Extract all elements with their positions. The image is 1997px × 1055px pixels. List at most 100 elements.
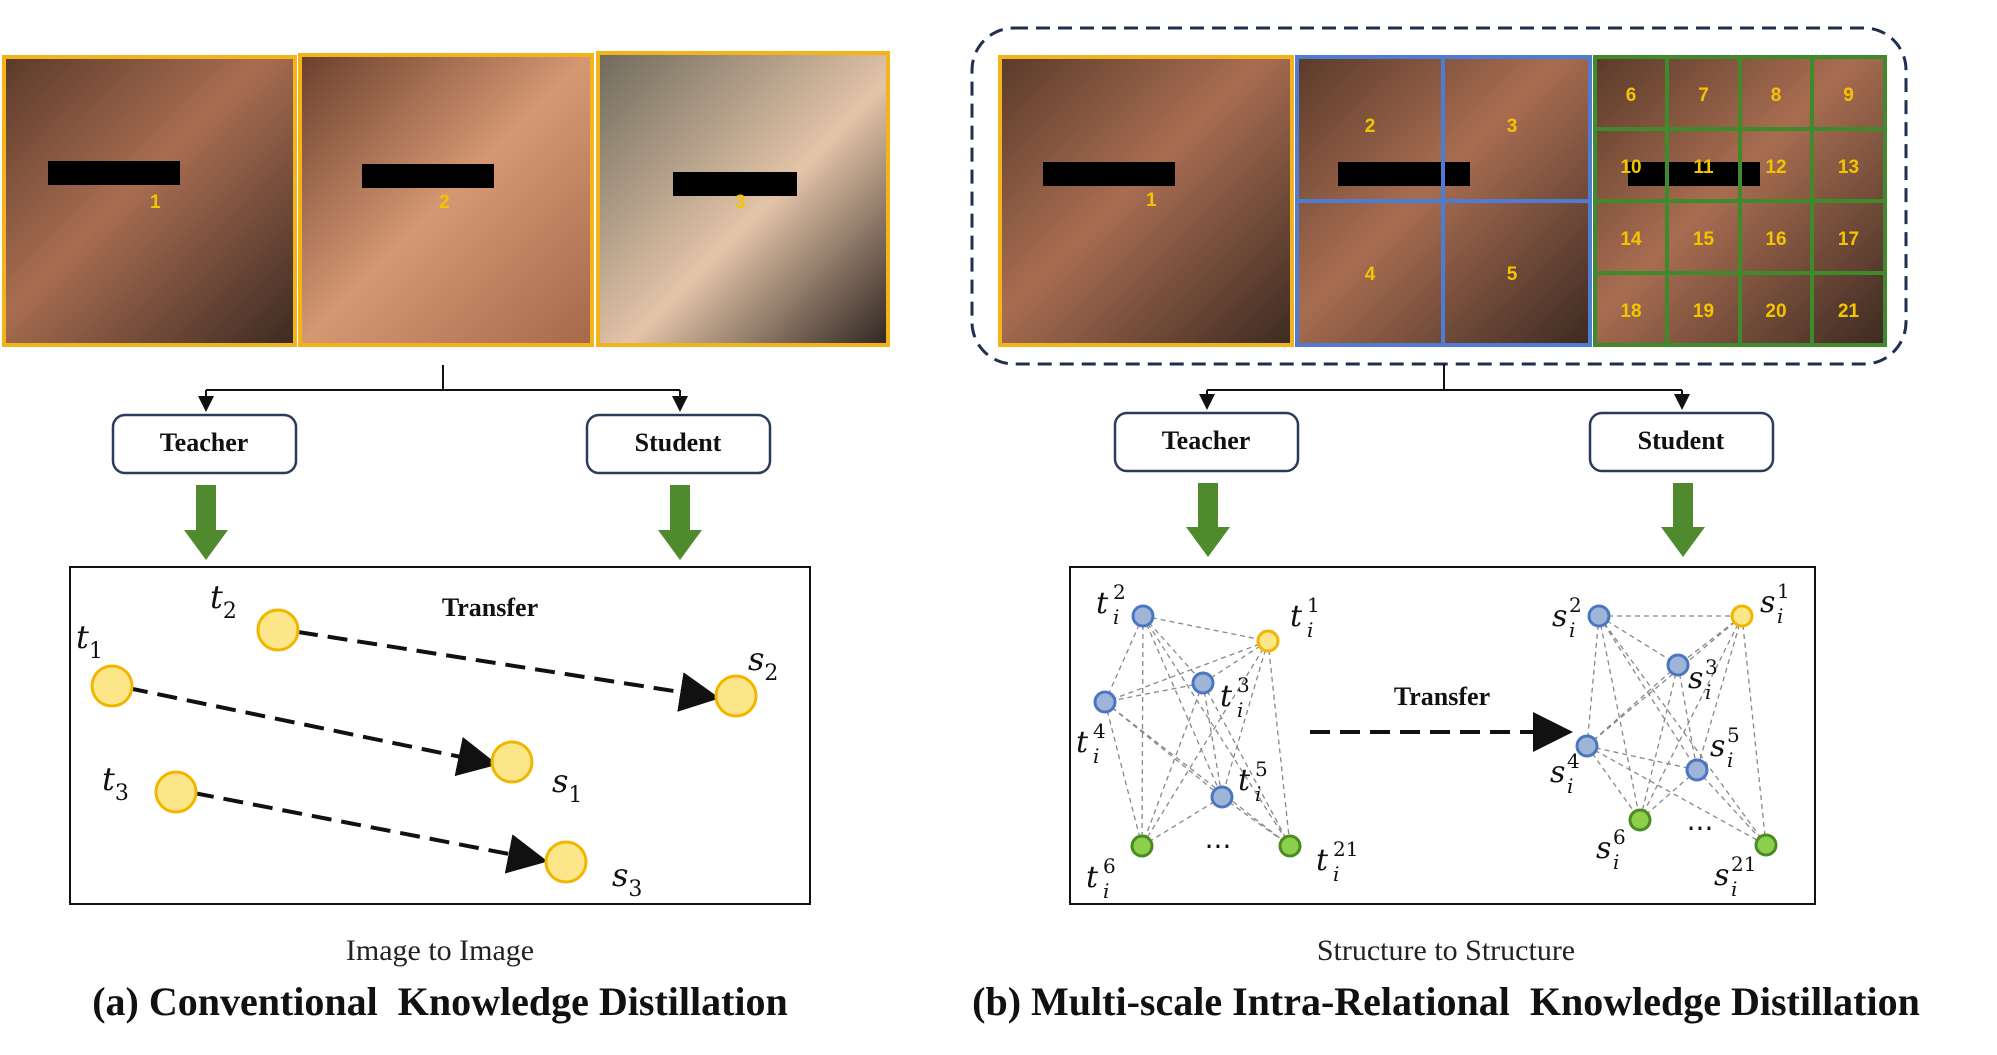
left-caption: (a) Conventional Knowledge Distillation: [92, 979, 788, 1024]
svg-text:t: t: [1220, 679, 1233, 714]
scale3-label-19: 19: [1693, 301, 1714, 322]
svg-text:i: i: [1113, 605, 1119, 629]
svg-text:i: i: [1567, 774, 1573, 798]
svg-text:1: 1: [1777, 579, 1790, 603]
left-student-label: Student: [635, 428, 722, 457]
svg-text:6: 6: [1103, 854, 1116, 878]
svg-text:i: i: [1333, 862, 1339, 886]
scale3-label-13: 13: [1838, 157, 1859, 178]
left-teacher-label: Teacher: [160, 428, 249, 457]
scale2-label-5: 5: [1507, 264, 1518, 285]
label-s1: s1: [552, 762, 582, 808]
photo-3-label: 3: [735, 192, 746, 213]
student-node-5: [1685, 758, 1709, 782]
svg-text:i: i: [1093, 744, 1099, 768]
svg-text:6: 6: [1613, 825, 1626, 849]
teacher-node-21: [1278, 834, 1302, 858]
teacher-down-arrow-right: [1186, 483, 1230, 557]
svg-text:t: t: [1096, 586, 1109, 621]
svg-text:i: i: [1569, 618, 1575, 642]
left-embedding-box: [69, 566, 811, 905]
scale3-label-11: 11: [1693, 157, 1714, 178]
right-transfer-label: Transfer: [1394, 682, 1490, 711]
scale3-label-10: 10: [1620, 157, 1641, 178]
svg-text:i: i: [1237, 698, 1243, 722]
svg-text:t: t: [1316, 843, 1329, 878]
student-ellipsis: ···: [1687, 812, 1714, 845]
svg-text:i: i: [1705, 680, 1711, 704]
svg-text:s: s: [1714, 858, 1729, 893]
svg-text:i: i: [1103, 879, 1109, 903]
student-node-1: [1730, 604, 1754, 628]
student-graph-nodes: [1575, 604, 1778, 857]
svg-text:s: s: [1688, 661, 1703, 696]
left-nodes: [90, 608, 758, 884]
scale3-label-20: 20: [1765, 301, 1786, 322]
node-t1: [90, 664, 134, 708]
right-teacher-box: Teacher: [1113, 411, 1300, 473]
left-green-arrows: [184, 485, 702, 560]
multi-scale-frame: [970, 26, 1908, 366]
node-t3: [154, 770, 198, 814]
svg-text:s: s: [1596, 831, 1611, 866]
student-node-3: [1666, 653, 1690, 677]
right-connector: [1199, 364, 1690, 410]
scale1-photo: 1: [998, 55, 1294, 347]
svg-text:3: 3: [1237, 673, 1250, 697]
svg-text:i: i: [1727, 748, 1733, 772]
left-student-box: Student: [585, 413, 772, 475]
scale3-label-14: 14: [1620, 229, 1642, 250]
svg-text:5: 5: [1255, 757, 1268, 781]
student-node-21: [1754, 833, 1778, 857]
right-student-box: Student: [1588, 411, 1775, 473]
student-down-arrow-right: [1661, 483, 1705, 557]
right-teacher-label: Teacher: [1162, 426, 1251, 455]
student-node-4: [1575, 734, 1599, 758]
teacher-graph-edges: [1104, 615, 1291, 847]
scale2-label-3: 3: [1507, 116, 1518, 137]
node-t2: [256, 608, 300, 652]
teacher-ellipsis: ···: [1205, 830, 1232, 863]
teacher-node-5: [1210, 785, 1234, 809]
node-s3: [544, 840, 588, 884]
right-graph-box: [1069, 566, 1816, 905]
label-s3: s3: [612, 856, 642, 902]
left-teacher-box: Teacher: [111, 413, 298, 475]
student-node-6: [1628, 808, 1652, 832]
node-s2: [714, 674, 758, 718]
svg-text:21: 21: [1731, 852, 1756, 876]
right-sub-caption: Structure to Structure: [1317, 934, 1575, 967]
svg-text:4: 4: [1093, 719, 1106, 743]
left-transfer-label: Transfer: [442, 593, 538, 622]
svg-text:t: t: [1086, 860, 1099, 895]
svg-text:s: s: [1552, 599, 1567, 634]
left-panel: 1 2 3 Teacher Student: [2, 51, 890, 1024]
svg-text:21: 21: [1333, 837, 1358, 861]
teacher-node-6: [1130, 834, 1154, 858]
svg-text:4: 4: [1567, 749, 1580, 773]
scale3-label-12: 12: [1765, 157, 1786, 178]
svg-text:i: i: [1613, 850, 1619, 874]
svg-text:i: i: [1307, 618, 1313, 642]
label-t3: t3: [102, 760, 129, 806]
scale3-label-16: 16: [1765, 229, 1786, 250]
svg-text:3: 3: [1705, 655, 1718, 679]
scale3-label-21: 21: [1838, 301, 1860, 322]
svg-text:t: t: [1076, 725, 1089, 760]
label-t1: t1: [76, 618, 103, 664]
